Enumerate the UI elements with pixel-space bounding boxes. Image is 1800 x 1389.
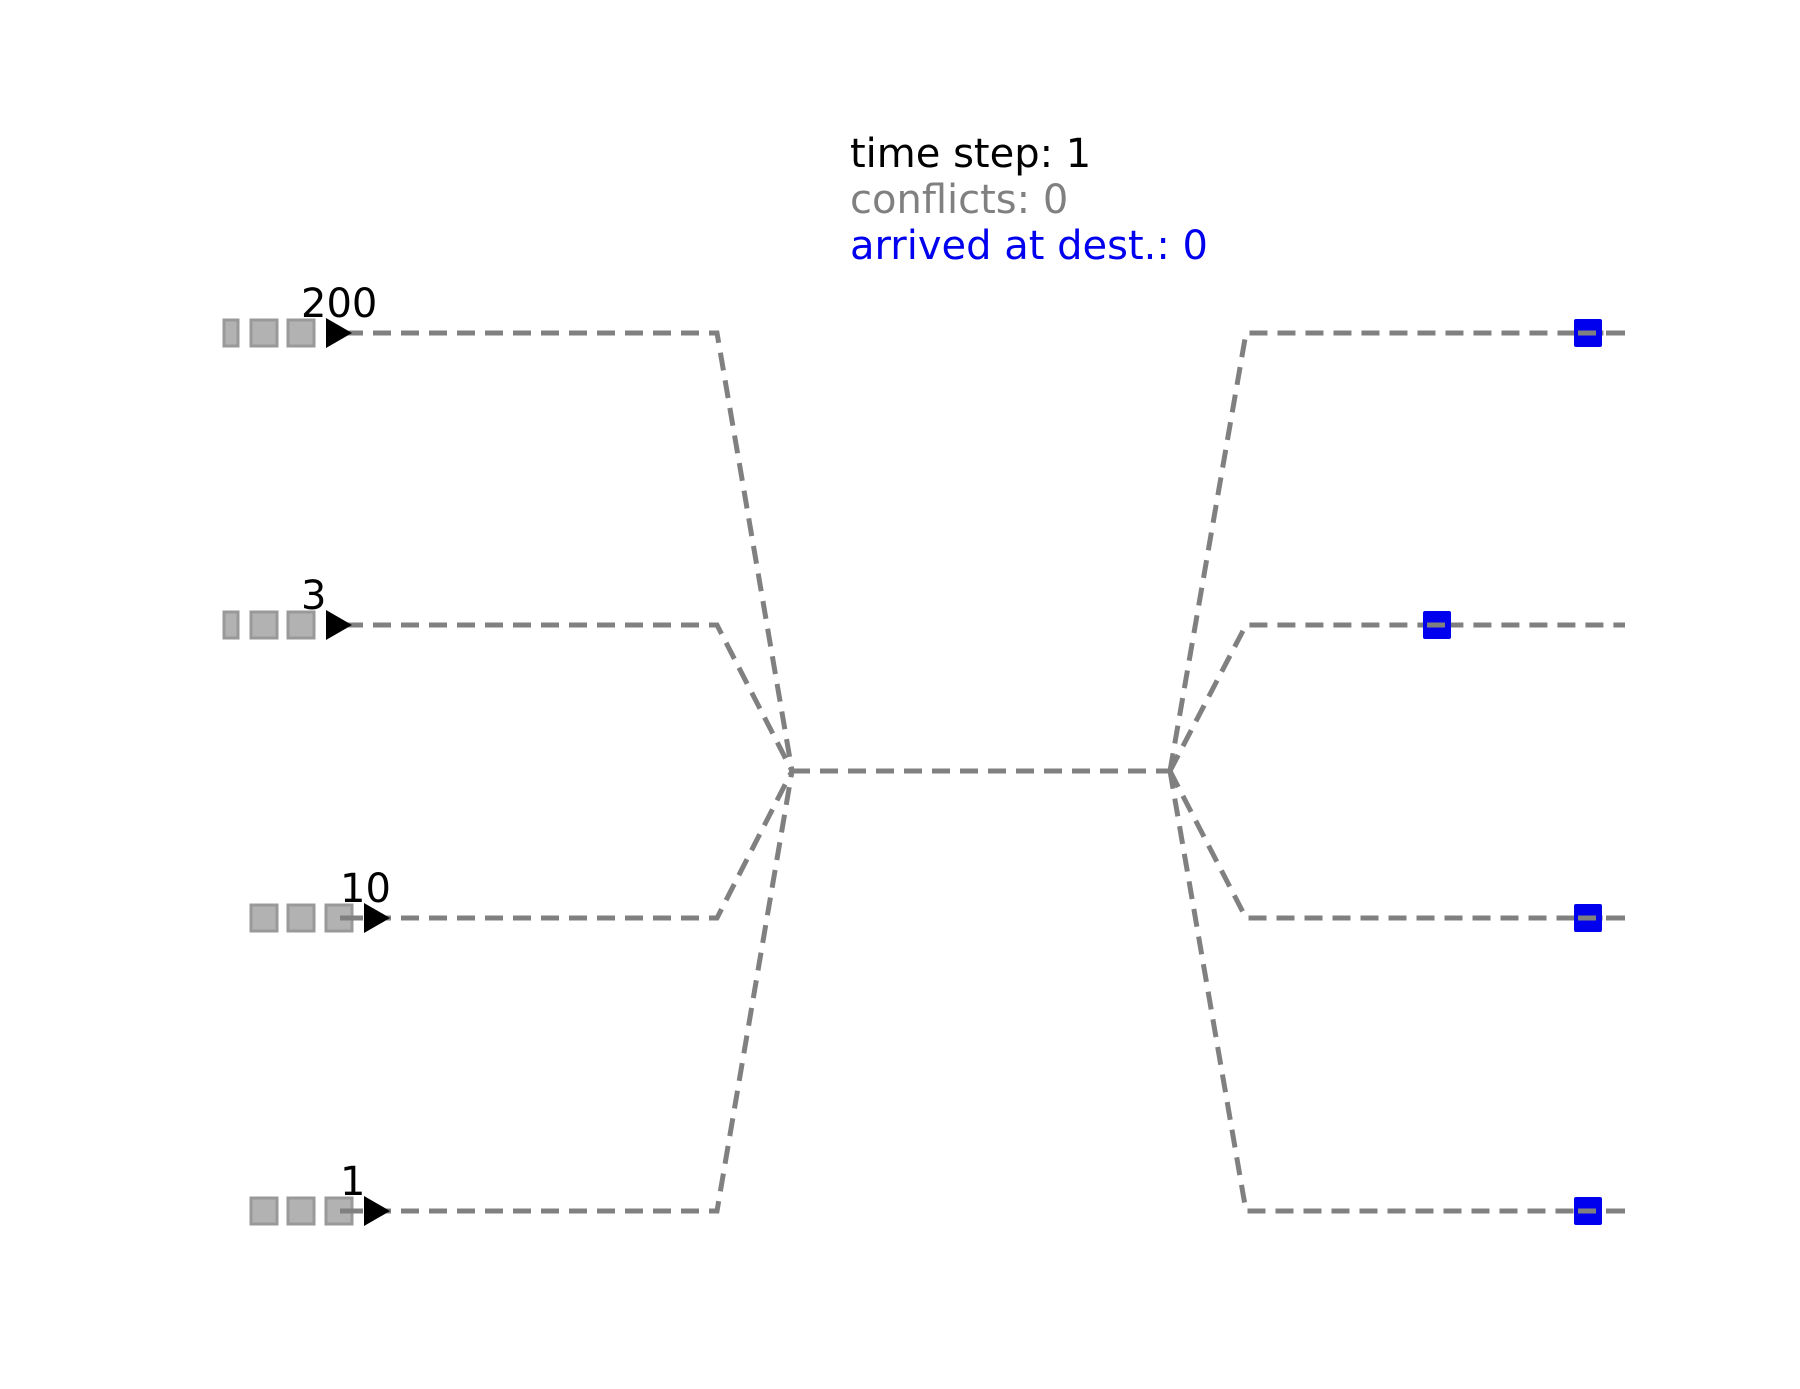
- dest-route-4: [1167, 770, 1625, 1214]
- source-arrow-icon: [326, 610, 352, 640]
- source-route-3: [345, 769, 795, 921]
- source-route-2: [345, 622, 795, 773]
- queue-box: [249, 903, 279, 933]
- arrived-label: arrived at dest.: 0: [850, 223, 1208, 269]
- queue-box: [286, 1196, 316, 1226]
- queue-box: [249, 610, 279, 640]
- time-step-label: time step: 1: [850, 131, 1091, 177]
- queue-box: [222, 318, 240, 348]
- queue-box: [249, 1196, 279, 1226]
- sources: 200 3 10 1: [222, 281, 391, 1226]
- source-count-label: 3: [301, 573, 326, 619]
- queue-box: [222, 610, 240, 640]
- conflicts-label: conflicts: 0: [850, 177, 1068, 223]
- source-arrow-icon: [364, 1196, 390, 1226]
- route-lines: [345, 330, 1625, 1214]
- dest-route-2: [1167, 622, 1625, 773]
- dest-route-3: [1167, 769, 1625, 921]
- queue-box: [286, 903, 316, 933]
- source-count-label: 10: [340, 866, 391, 912]
- source-count-label: 1: [340, 1159, 365, 1205]
- source-route-1: [345, 330, 795, 772]
- source-route-4: [345, 770, 795, 1214]
- dest-route-1: [1167, 330, 1625, 772]
- queue-box: [286, 610, 316, 640]
- route-overlays: [340, 330, 1625, 1214]
- source-arrow-icon: [326, 318, 352, 348]
- source-arrow-icon: [364, 903, 390, 933]
- source-count-label: 200: [301, 281, 377, 327]
- queue-box: [249, 318, 279, 348]
- destinations: [1423, 319, 1602, 1225]
- queue-box: [286, 318, 316, 348]
